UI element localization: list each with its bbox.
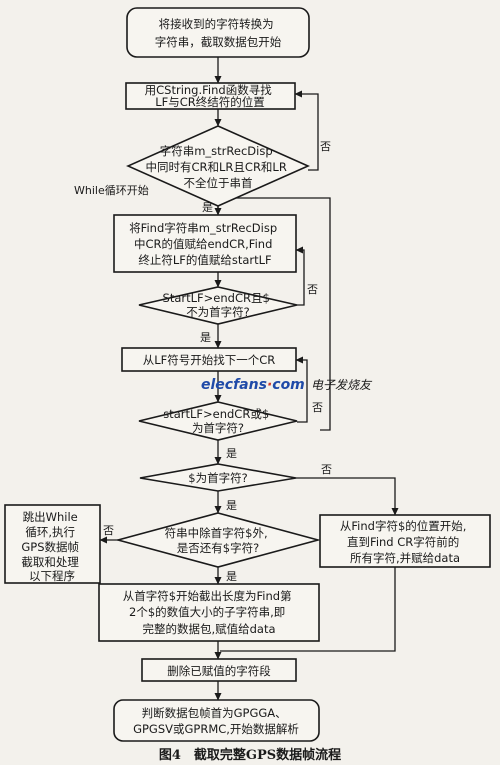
arrow-cond3-no [295, 356, 308, 423]
label-cond3-yes: 是 [226, 447, 237, 460]
assign-text: 将Find字符串m_strRecDisp 中CR的值赋给endCR,Find 终… [129, 221, 281, 267]
node-delete [141, 658, 297, 682]
cond4-text: $为首字符? [188, 471, 247, 485]
fromfind-text: 从Find字符$的位置开始, 直到Find CR字符前的 所有字符,并赋给dat… [340, 519, 470, 565]
node-fromfind [319, 514, 491, 568]
node-find [125, 82, 296, 110]
node-extract [98, 583, 320, 642]
label-cond5-no: 否 [103, 524, 114, 537]
figure-caption: 图4 截取完整GPS数据帧流程 [159, 747, 341, 763]
label-while-start: While循环开始 [74, 183, 149, 197]
node-start [126, 7, 310, 58]
branch-labels: 否 是 While循环开始 否 是 否 是 否 是 否 是 [74, 140, 332, 583]
label-cond5-yes: 是 [226, 570, 237, 583]
delete-text: 删除已赋值的字符段 [167, 664, 271, 678]
judge-text: 判断数据包帧首为GPGGA、 GPGSV或GPRMC,开始数据解析 [133, 706, 299, 736]
nextcr-text: 从LF符号开始找下一个CR [143, 353, 276, 367]
node-assign [113, 214, 297, 273]
cond3-text: startLF>endCR或$ 为首字符? [163, 407, 273, 435]
cond5-text: 符串中除首字符$外, 是否还有$字符? [165, 526, 272, 555]
watermark-cn: 电子发烧友 [311, 378, 373, 392]
label-cond2-yes: 是 [200, 331, 211, 344]
extract-text: 从首字符$开始截出长度为Find第 2个$的数值大小的子字符串,即 完整的数据包… [123, 589, 296, 636]
node-cond3 [138, 401, 298, 441]
node-exit [4, 504, 101, 584]
arrow-while-return [218, 197, 331, 431]
node-nextcr [121, 347, 297, 372]
watermark: elecfans·com 电子发烧友 [201, 377, 373, 393]
label-cond2-no: 否 [307, 283, 318, 296]
label-cond3-no: 否 [312, 401, 323, 414]
shapes [4, 7, 491, 742]
exit-text: 跳出While 循环,执行 GPS数据帧 截取和处理 以下程序 [21, 510, 82, 583]
node-texts: 将接收到的字符转换为 字符串，截取数据包开始 用CString.Find函数寻找… [21, 17, 470, 736]
cond2-text: StartLF>endCR且$ 不为首字符? [163, 291, 274, 319]
connectors [99, 57, 399, 701]
arrow-fromfind-merge [220, 567, 396, 652]
node-cond5 [114, 512, 322, 568]
arrow-cond4-no [296, 477, 399, 516]
label-cond4-no: 否 [321, 463, 332, 476]
node-cond1 [126, 125, 310, 207]
node-cond4 [139, 463, 297, 492]
find-text: 用CString.Find函数寻找 LF与CR终结符的位置 [145, 83, 276, 109]
node-judge [113, 699, 320, 742]
cond1-text: 字符串m_strRecDisp 中同时有CR和LR且CR和LR 不全位于串首 [146, 144, 291, 190]
label-cond4-yes: 是 [226, 499, 237, 512]
start-text: 将接收到的字符转换为 字符串，截取数据包开始 [155, 17, 282, 49]
arrow-cond2-no [295, 246, 305, 306]
label-cond1-no: 否 [320, 140, 331, 153]
node-cond2 [138, 286, 298, 325]
arrow-cond1-no [294, 90, 319, 171]
watermark-brand: elecfans·com [201, 377, 305, 393]
label-cond1-yes: 是 [202, 201, 213, 214]
